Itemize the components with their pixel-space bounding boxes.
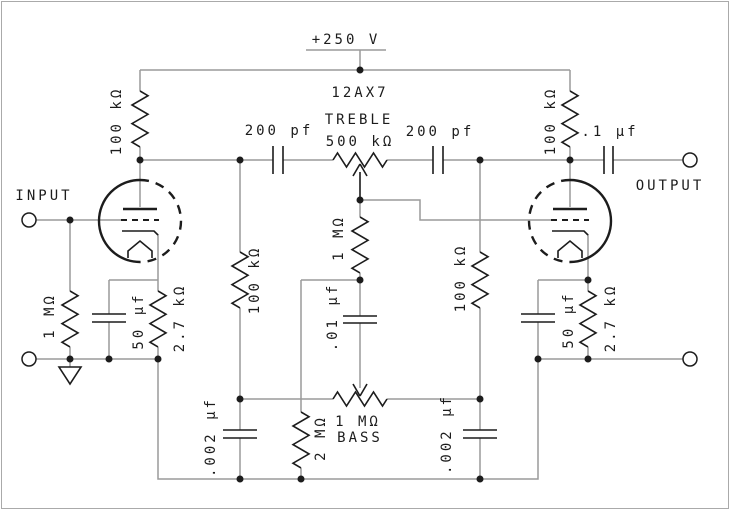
- resistor-cathode-left: 2.7 kΩ: [149, 284, 188, 353]
- cap-cathode-right: 50 µf: [521, 291, 577, 349]
- resistor-grid-leak: 2 MΩ: [292, 411, 329, 469]
- label: .1 µf: [581, 124, 638, 140]
- tube-envelope-solid: [97, 178, 141, 264]
- label: 100 kΩ: [543, 87, 559, 156]
- cap-mid: .01 µf: [325, 283, 377, 352]
- label: 2.7 kΩ: [172, 284, 188, 353]
- bass-potentiometer: 1 MΩ BASS: [332, 383, 388, 446]
- cathode-electrode: [122, 230, 159, 236]
- resistor-plate-right: 100 kΩ: [543, 87, 579, 156]
- treble-potentiometer: TREBLE 500 kΩ: [325, 112, 395, 200]
- label: 50 µf: [131, 292, 147, 349]
- label: .002 µf: [439, 394, 455, 474]
- cap-coupling-left: 200 pf: [245, 123, 314, 174]
- label: 1 MΩ: [331, 215, 347, 261]
- label: 100 kΩ: [453, 244, 469, 313]
- input-label: INPUT: [15, 188, 72, 204]
- tube-envelope-solid: [569, 178, 613, 264]
- treble-value: 500 kΩ: [326, 134, 395, 150]
- tube-type-label: 12AX7: [331, 85, 388, 101]
- resistor-plate-left: 100 kΩ: [109, 87, 149, 156]
- output-ground-terminal: [682, 351, 698, 367]
- resistor-cathode-right: 2.7 kΩ: [579, 284, 619, 353]
- bass-value: 1 MΩ: [335, 414, 381, 430]
- label: .002 µf: [203, 397, 219, 477]
- label: 200 pf: [406, 124, 475, 140]
- resistor-shunt-left: 100 kΩ: [231, 246, 263, 315]
- tube-envelope-dashed: [527, 178, 571, 264]
- bass-title: BASS: [337, 430, 383, 446]
- wiper-arrow-icon: [352, 163, 368, 200]
- cap-shunt-left: .002 µf: [203, 397, 257, 477]
- label: 100 kΩ: [247, 246, 263, 315]
- output-terminal: OUTPUT: [636, 152, 705, 194]
- wire-net: [36, 49, 683, 480]
- wiper-arrow-icon: [352, 383, 368, 397]
- resistor-series-mid: 1 MΩ: [331, 215, 369, 274]
- ground-icon: [57, 366, 83, 386]
- heater-icon: [557, 239, 583, 258]
- supply-b-plus: +250 V: [312, 32, 381, 48]
- cap-cathode-left: 50 µf: [92, 292, 147, 350]
- heater-icon: [127, 239, 153, 258]
- label: 200 pf: [245, 123, 314, 139]
- triode-right: [527, 178, 613, 264]
- resistor-shunt-right: 100 kΩ: [453, 244, 489, 313]
- cathode-electrode: [552, 230, 589, 236]
- input-ground-terminal: [21, 351, 37, 367]
- treble-title: TREBLE: [325, 112, 394, 128]
- cap-coupling-right: 200 pf: [406, 124, 475, 174]
- tube-envelope-dashed: [139, 178, 183, 264]
- cap-shunt-right: .002 µf: [439, 394, 497, 474]
- junction-dots: [66, 66, 592, 483]
- triode-left: [97, 178, 183, 264]
- input-terminal: INPUT: [15, 188, 72, 228]
- label: .01 µf: [325, 283, 341, 352]
- resistor-grid-input: 1 MΩ: [42, 290, 79, 348]
- label: 1 MΩ: [42, 293, 58, 339]
- label: 2.7 kΩ: [603, 284, 619, 353]
- label: 50 µf: [561, 291, 577, 348]
- cap-output: .1 µf: [581, 124, 638, 174]
- label: 2 MΩ: [313, 415, 329, 461]
- supply-label: +250 V: [312, 32, 381, 48]
- label: 100 kΩ: [109, 87, 125, 156]
- output-label: OUTPUT: [636, 178, 705, 194]
